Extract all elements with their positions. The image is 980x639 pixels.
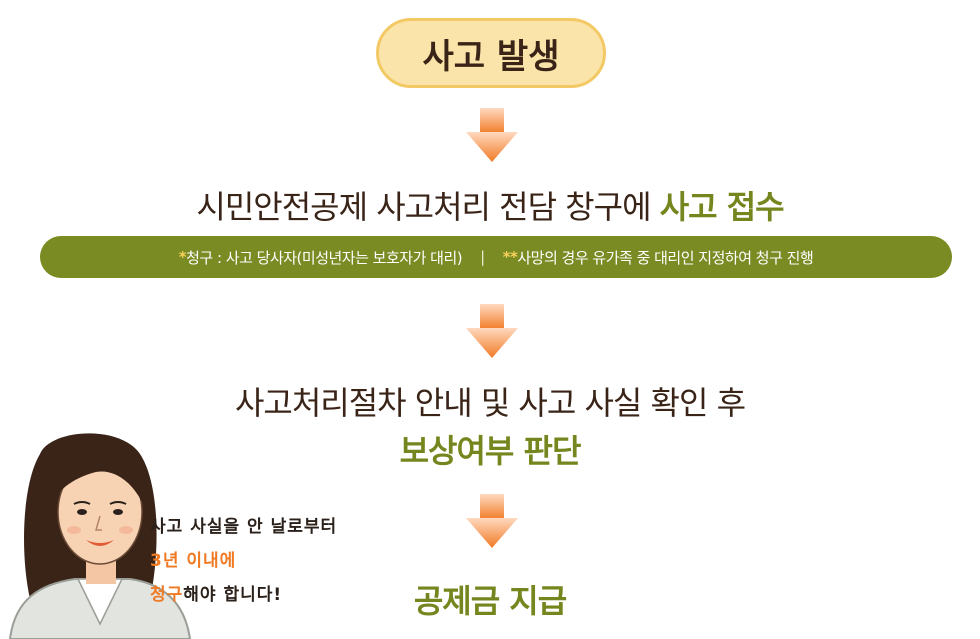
step-payment: 공제금 지급 xyxy=(413,582,567,620)
speech-line-1: 사고 사실을 안 날로부터 xyxy=(150,517,338,537)
note-separator: | xyxy=(480,248,485,266)
speech-claim-word: 청구 xyxy=(150,585,184,605)
down-arrow-icon xyxy=(464,108,520,164)
speech-bubble-text: 사고 사실을 안 날로부터 3년 이내에 청구해야 합니다! xyxy=(150,510,410,612)
note-claimant: 청구 : 사고 당사자(미성년자는 보호자가 대리) xyxy=(186,248,463,267)
woman-illustration-icon xyxy=(0,424,200,639)
speech-line-3-rest: 해야 합니다! xyxy=(183,585,283,605)
step-claim-text: 시민안전공제 사고처리 전담 창구에 xyxy=(196,188,651,226)
claim-note-bar: * 청구 : 사고 당사자(미성년자는 보호자가 대리) | ** 사망의 경우… xyxy=(40,236,952,278)
speech-line-3: 청구해야 합니다! xyxy=(150,578,410,612)
speech-line-2: 3년 이내에 xyxy=(150,551,237,571)
step-compensation-decision: 보상여부 판단 xyxy=(399,432,582,470)
step-confirmation-line: 사고처리절차 안내 및 사고 사실 확인 후 xyxy=(234,384,746,422)
step-accident-occurs: 사고 발생 xyxy=(376,18,606,88)
note-death-case: 사망의 경우 유가족 중 대리인 지정하여 청구 진행 xyxy=(517,248,814,267)
note-star: ** xyxy=(502,248,518,266)
step-claim-reception: 시민안전공제 사고처리 전담 창구에 사고 접수 xyxy=(0,182,980,228)
step-claim-highlight: 사고 접수 xyxy=(659,188,785,226)
note-star: * xyxy=(178,248,187,266)
down-arrow-icon xyxy=(464,494,520,550)
down-arrow-icon xyxy=(464,304,520,360)
